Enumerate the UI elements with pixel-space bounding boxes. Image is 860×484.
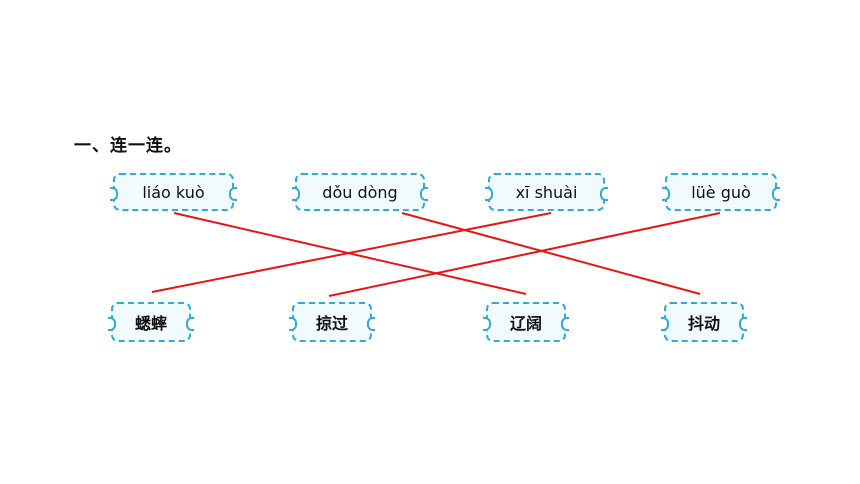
pinyin-card-xi-shuai[interactable]: xī shuài [485, 173, 608, 211]
word-text: 抖动 [687, 314, 720, 333]
pinyin-card-liao-kuo[interactable]: liáo kuò [110, 173, 237, 211]
connection-line-lue-guo [328, 212, 721, 297]
pinyin-text: lüè guò [691, 182, 751, 202]
word-card-lueguo[interactable]: 掠过 [289, 302, 375, 342]
pinyin-text: liáo kuò [142, 182, 205, 202]
word-card-doudong[interactable]: 抖动 [661, 302, 747, 342]
exercise-title: 一、连一连。 [74, 136, 182, 156]
word-text: 辽阔 [509, 314, 542, 333]
word-card-xishuai[interactable]: 蟋蟀 [108, 302, 194, 342]
pinyin-card-dou-dong[interactable]: dǒu dòng [292, 173, 428, 211]
connection-line-dou-dong [401, 212, 701, 295]
pinyin-card-lue-guo[interactable]: lüè guò [662, 173, 780, 211]
pinyin-text: dǒu dòng [322, 182, 398, 202]
word-text: 掠过 [315, 314, 348, 333]
pinyin-text: xī shuài [515, 182, 578, 202]
connection-line-xi-shuai [151, 212, 552, 293]
word-text: 蟋蟀 [134, 314, 167, 333]
word-card-liaokuo[interactable]: 辽阔 [483, 302, 569, 342]
